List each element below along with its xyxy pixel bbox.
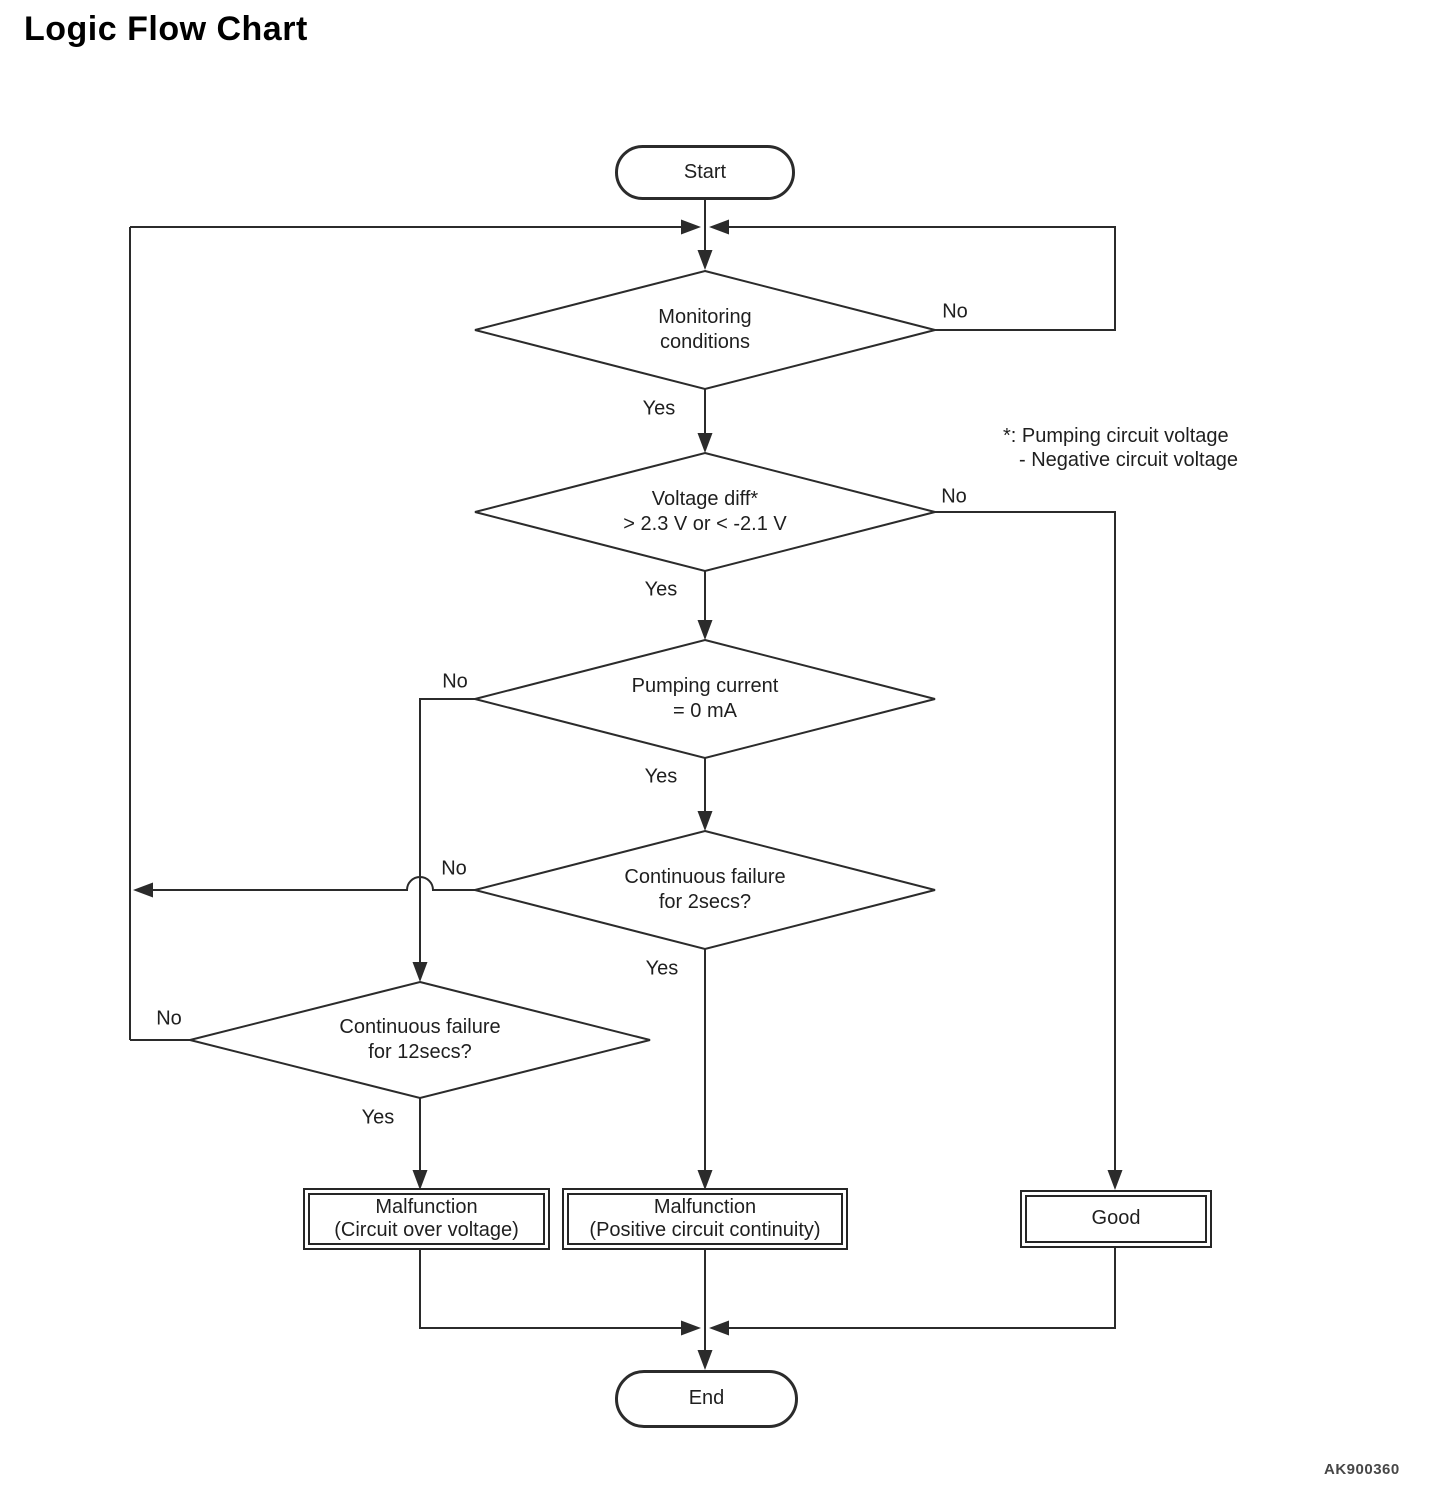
edge-good-to-end-junction (713, 1248, 1116, 1329)
arrowhead-into-monitoring (697, 250, 713, 270)
edge-label-monitoring-yes: Yes (640, 397, 678, 421)
edge-pumping-no-to-12secs (419, 698, 475, 966)
end-label: End (688, 1387, 725, 1410)
good-box: Good (1020, 1190, 1212, 1248)
decision-2secs-shape (474, 829, 936, 951)
arrowhead-into-2secs (697, 811, 713, 831)
arrowhead-junction-top-right (709, 219, 729, 235)
decision-pumping-current-shape (474, 638, 936, 760)
decision-12secs-shape (189, 980, 651, 1100)
edge-label-pumping-current-yes: Yes (642, 765, 680, 789)
edge-label-voltage-diff-yes: Yes (642, 578, 680, 602)
figure-code: AK900360 (1324, 1461, 1400, 1478)
asterisk-annotation-line2: - Negative circuit voltage (1019, 449, 1238, 472)
asterisk-annotation: *: Pumping circuit voltage - Negative ci… (1003, 424, 1238, 473)
edge-2secs-no-with-hop (150, 876, 475, 891)
arrowhead-junction-bottom-right (709, 1320, 729, 1336)
malfunction-positive-continuity-box: Malfunction (Positive circuit continuity… (562, 1188, 848, 1250)
start-label: Start (683, 160, 727, 183)
arrowhead-into-end (697, 1350, 713, 1370)
arrowhead-into-voltage-diff (697, 433, 713, 453)
edge-voltage-diff-no-to-good (935, 511, 1116, 1174)
edge-malfunction1-to-end-junction (419, 1250, 685, 1329)
arrowhead-into-malfunction2 (697, 1170, 713, 1190)
arrowhead-into-malfunction1 (412, 1170, 428, 1190)
edge-monitoring-no-loop (713, 226, 1116, 331)
page-title: Logic Flow Chart (24, 10, 308, 48)
end-node: End (615, 1370, 798, 1428)
edge-label-12secs-yes: Yes (359, 1106, 397, 1130)
start-node: Start (615, 145, 795, 200)
arrowhead-2secs-no-into-loop (133, 882, 153, 898)
good-label: Good (1091, 1207, 1141, 1230)
edge-label-2secs-yes: Yes (643, 957, 681, 981)
arrowhead-junction-top-left (681, 219, 701, 235)
arrowhead-into-pumping-current (697, 620, 713, 640)
arrowhead-into-good (1107, 1170, 1123, 1190)
malfunction-over-voltage-label: Malfunction (Circuit over voltage) (334, 1195, 519, 1241)
edge-label-12secs-no: No (154, 1007, 184, 1031)
edge-label-voltage-diff-no: No (939, 485, 969, 509)
malfunction-over-voltage-box: Malfunction (Circuit over voltage) (303, 1188, 550, 1250)
decision-voltage-diff-shape (474, 451, 936, 573)
arrowhead-junction-bottom-left (681, 1320, 701, 1336)
edge-label-2secs-no: No (439, 857, 469, 881)
edge-label-pumping-current-no: No (440, 670, 470, 694)
arrowhead-into-12secs (412, 962, 428, 982)
edge-label-monitoring-no: No (940, 300, 970, 324)
malfunction-positive-continuity-label: Malfunction (Positive circuit continuity… (589, 1195, 821, 1241)
decision-monitoring-shape (474, 269, 936, 391)
asterisk-annotation-line1: *: Pumping circuit voltage (1003, 425, 1229, 447)
